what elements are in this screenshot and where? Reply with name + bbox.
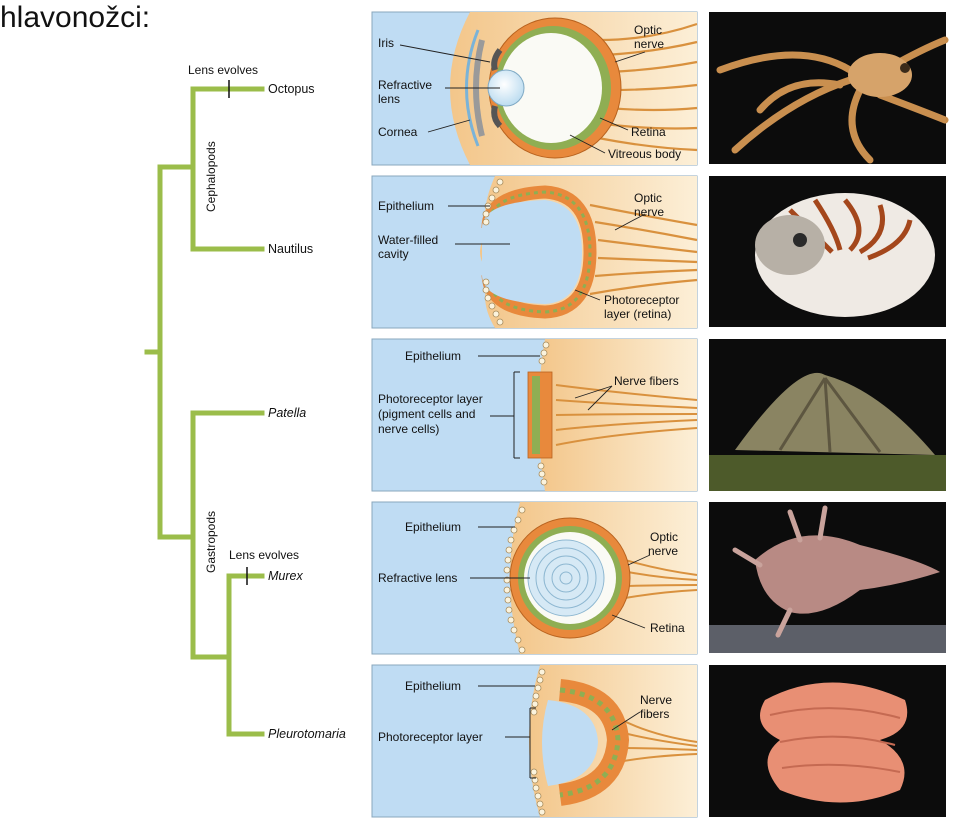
iris-lower — [491, 105, 503, 129]
label-nerve-fibers-1: Nerve — [640, 693, 672, 707]
optic-nerve-fibers-nautilus — [589, 203, 698, 296]
page-title: hlavonožci: — [0, 1, 151, 34]
taxon-murex: Murex — [268, 569, 303, 583]
vitreous-body — [500, 33, 602, 143]
label-cavity-1: Water-filled — [378, 233, 438, 247]
label-retina-murex: Retina — [650, 621, 685, 635]
slit-shell-photo — [709, 665, 946, 817]
group-cephalopods: Cephalopods — [204, 141, 218, 212]
epithelium-cells-murex — [503, 506, 526, 654]
label-cavity-2: cavity — [378, 247, 409, 261]
label-epithelium-pleurotomaria: Epithelium — [405, 679, 461, 693]
label-optic-nerve-murex-1: Optic — [650, 530, 678, 544]
nautilus-shell-photo — [709, 176, 946, 327]
label-optic-nerve-2: nerve — [634, 37, 664, 51]
label-photoreceptor-nautilus-1: Photoreceptor — [604, 293, 679, 307]
refractive-lens-murex — [527, 539, 605, 617]
panel-pleurotomaria-eye: Epithelium Photoreceptor layer Nerve fib… — [371, 664, 698, 818]
label-optic-nerve-1: Optic — [634, 23, 662, 37]
taxon-patella: Patella — [268, 406, 306, 420]
epithelium-cells-nautilus — [482, 178, 504, 326]
label-refractive-lens-murex: Refractive lens — [378, 571, 457, 585]
iris-upper — [491, 48, 503, 71]
photoreceptor-layer-patella — [527, 371, 553, 459]
limpet-photo — [709, 339, 946, 491]
murex-shell-photo — [709, 502, 946, 653]
label-photoreceptor-layer-pleurotomaria: Photoreceptor layer — [378, 730, 483, 744]
label-photoreceptor-nautilus-2: layer (retina) — [604, 307, 671, 321]
epithelium-cells-patella — [537, 341, 550, 486]
panel-patella-eye: Epithelium Photoreceptor layer (pigment … — [371, 338, 698, 492]
taxon-pleurotomaria: Pleurotomaria — [268, 727, 346, 741]
label-optic-nerve-nautilus-2: nerve — [634, 205, 664, 219]
label-nerve-fibers-patella: Nerve fibers — [614, 374, 679, 388]
label-iris: Iris — [378, 36, 394, 50]
label-refractive-lens-1: Refractive — [378, 78, 432, 92]
label-photo-patella-1: Photoreceptor layer — [378, 392, 483, 406]
panel-murex-eye: Epithelium Refractive lens Optic nerve R… — [371, 501, 698, 655]
taxon-nautilus: Nautilus — [268, 242, 313, 256]
label-optic-nerve-nautilus-1: Optic — [634, 191, 662, 205]
panel-octopus-eye: Iris Refractive lens Cornea Optic nerve … — [371, 11, 698, 166]
group-gastropods: Gastropods — [204, 511, 218, 573]
label-optic-nerve-murex-2: nerve — [648, 544, 678, 558]
lens-evolves-label-murex: Lens evolves — [229, 548, 299, 562]
panel-nautilus-eye: Epithelium Water-filled cavity Optic ner… — [371, 175, 698, 329]
label-epithelium-murex: Epithelium — [405, 520, 461, 534]
label-vitreous-body: Vitreous body — [608, 147, 681, 161]
label-epithelium-nautilus: Epithelium — [378, 199, 434, 213]
label-retina: Retina — [631, 125, 666, 139]
label-photo-patella-3: nerve cells) — [378, 422, 439, 436]
octopus-photo — [709, 12, 949, 164]
label-photo-patella-2: (pigment cells and — [378, 407, 475, 421]
water-filled-cavity — [482, 200, 582, 304]
lens-evolves-label-octopus: Lens evolves — [188, 63, 258, 77]
label-cornea: Cornea — [378, 125, 418, 139]
label-refractive-lens-2: lens — [378, 92, 400, 106]
label-epithelium-patella: Epithelium — [405, 349, 461, 363]
optic-nerve-fibers-murex — [624, 559, 698, 599]
phylogenetic-tree — [144, 86, 265, 737]
nerve-fibers-patella — [555, 384, 698, 446]
label-nerve-fibers-2: fibers — [640, 707, 669, 721]
taxon-octopus: Octopus — [268, 82, 315, 96]
epithelium-cells-pleurotomaria — [530, 668, 546, 816]
